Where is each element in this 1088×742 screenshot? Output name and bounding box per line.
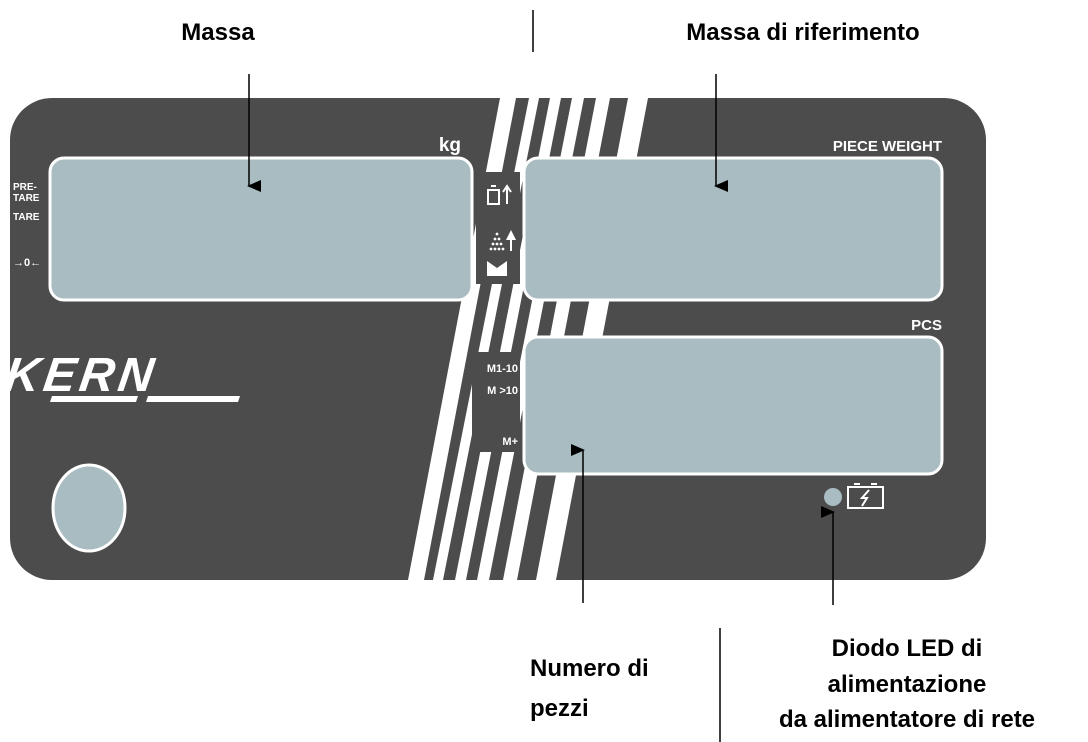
round-key[interactable] [51,463,127,553]
kern-logo-text: KERN [2,348,162,402]
m-gt-10-label: M >10 [487,385,518,397]
kg-label: kg [439,135,461,156]
kern-logo: KERN [2,348,240,402]
pcs-label: PCS [911,317,942,334]
m-plus-label: M+ [502,436,518,448]
led-callout: Diodo LED di [832,635,983,662]
led-callout-3: da alimentatore di rete [779,706,1035,733]
pretare-label: PRE- [13,182,37,193]
pieces-up-icon [487,230,516,276]
memory-label-column [472,352,520,452]
battery-charge-icon [847,483,884,509]
mass-display [48,156,474,302]
weight-up-icon [487,184,512,205]
m1-10-label: M1-10 [487,363,518,375]
piece-weight-label: PIECE WEIGHT [833,138,942,155]
led-callout-2: alimentazione [828,671,987,698]
pretare-label-2: TARE [13,193,40,204]
mass-callout: Massa [181,19,255,46]
pcs-display [522,335,944,476]
piece-weight-display [522,156,944,302]
zero-label: →0← [13,257,41,269]
piece-count-callout-2: pezzi [530,695,589,722]
power-led [824,488,842,506]
icon-column [476,172,520,284]
reference-mass-callout: Massa di riferimento [686,19,919,46]
tare-label: TARE [13,212,40,223]
piece-count-callout: Numero di [530,655,649,682]
